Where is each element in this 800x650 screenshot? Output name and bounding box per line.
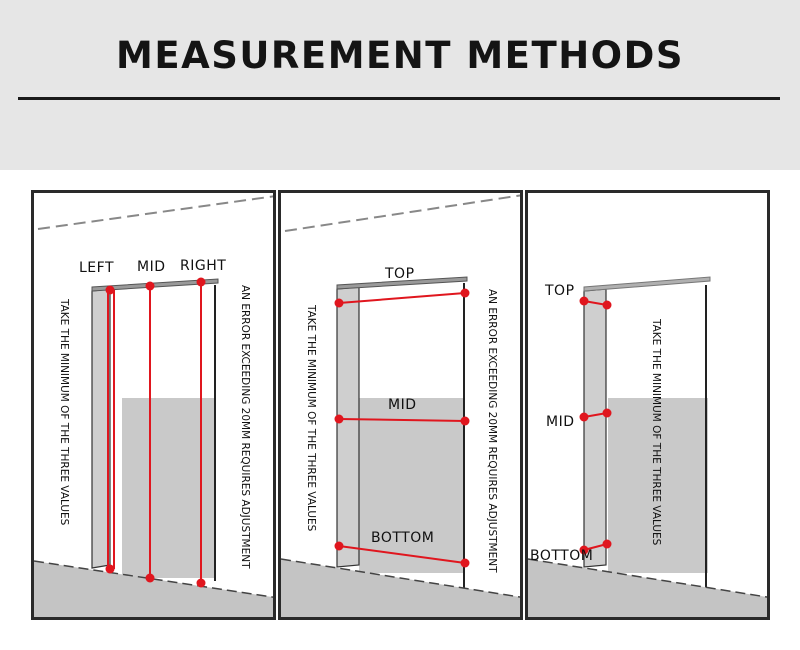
ceiling-dashed-line — [37, 195, 273, 230]
dot-top-right — [460, 288, 470, 298]
title-underline — [18, 97, 780, 100]
wall-shading — [359, 398, 464, 573]
depth-diagram — [528, 276, 767, 617]
note-minimum: TAKE THE MINIMUM OF THE THREE VALUES — [305, 305, 317, 532]
width-diagram — [34, 195, 273, 617]
floor — [34, 561, 273, 617]
left-jamb — [583, 288, 607, 568]
dot-top-outer — [579, 296, 589, 306]
frame-header — [91, 278, 219, 292]
panel-height-measurement: TOP MID BOTTOM TAKE THE MINIMUM OF THE T… — [278, 190, 523, 620]
left-jamb — [336, 286, 360, 568]
dot-bottom-left — [334, 541, 344, 551]
note-error: AN ERROR EXCEEDING 20MM REQUIRES ADJUSTM… — [239, 285, 251, 569]
note-error: AN ERROR EXCEEDING 20MM REQUIRES ADJUSTM… — [486, 289, 498, 573]
dot-left-bottom — [105, 564, 115, 574]
dot-mid-inner — [602, 408, 612, 418]
dot-mid-top — [145, 281, 155, 291]
panel-depth-measurement: TOP MID BOTTOM TAKE THE MINIMUM OF THE T… — [525, 190, 770, 620]
label-right: RIGHT — [180, 258, 227, 274]
note-minimum: TAKE THE MINIMUM OF THE THREE VALUES — [650, 319, 662, 546]
floor-dashed-line — [281, 558, 520, 598]
dot-left-top — [105, 285, 115, 295]
label-mid: MID — [388, 397, 417, 413]
measure-mid-line — [338, 418, 466, 422]
floor — [528, 559, 767, 617]
dot-top-left — [334, 298, 344, 308]
floor-dashed-line — [528, 558, 767, 598]
dot-right-top — [196, 277, 206, 287]
measure-lines — [107, 282, 202, 583]
label-left: LEFT — [79, 260, 115, 276]
dot-mid-outer — [579, 412, 589, 422]
height-diagram — [281, 194, 520, 617]
measure-dots — [579, 296, 612, 555]
measure-dots — [105, 277, 206, 588]
frame-header — [336, 276, 468, 290]
floor — [281, 559, 520, 617]
dot-mid-bottom — [145, 573, 155, 583]
label-bottom: BOTTOM — [371, 530, 435, 546]
page-title: MEASUREMENT METHODS — [116, 34, 684, 77]
frame-header — [583, 276, 711, 292]
dot-bottom-inner — [602, 539, 612, 549]
note-minimum: TAKE THE MINIMUM OF THE THREE VALUES — [58, 299, 70, 526]
measure-bottom-line — [338, 545, 466, 564]
dot-top-inner — [602, 300, 612, 310]
label-top: TOP — [385, 266, 415, 282]
panel-width-measurement: LEFT MID RIGHT TAKE THE MINIMUM OF THE T… — [31, 190, 276, 620]
label-mid: MID — [546, 414, 575, 430]
header-band: MEASUREMENT METHODS — [0, 0, 800, 170]
measure-lines — [338, 292, 466, 564]
label-mid: MID — [137, 259, 166, 275]
dot-bottom-right — [460, 558, 470, 568]
dot-mid-right — [460, 416, 470, 426]
measure-top-line — [338, 292, 466, 304]
floor-dashed-line — [34, 560, 273, 598]
dot-mid-left — [334, 414, 344, 424]
ceiling-dashed-line — [284, 194, 520, 232]
dot-right-bottom — [196, 578, 206, 588]
measure-dots — [334, 288, 470, 568]
label-top: TOP — [545, 283, 575, 299]
wall-shading — [608, 398, 708, 573]
dot-bottom-outer — [579, 545, 589, 555]
label-bottom: BOTTOM — [530, 548, 594, 564]
